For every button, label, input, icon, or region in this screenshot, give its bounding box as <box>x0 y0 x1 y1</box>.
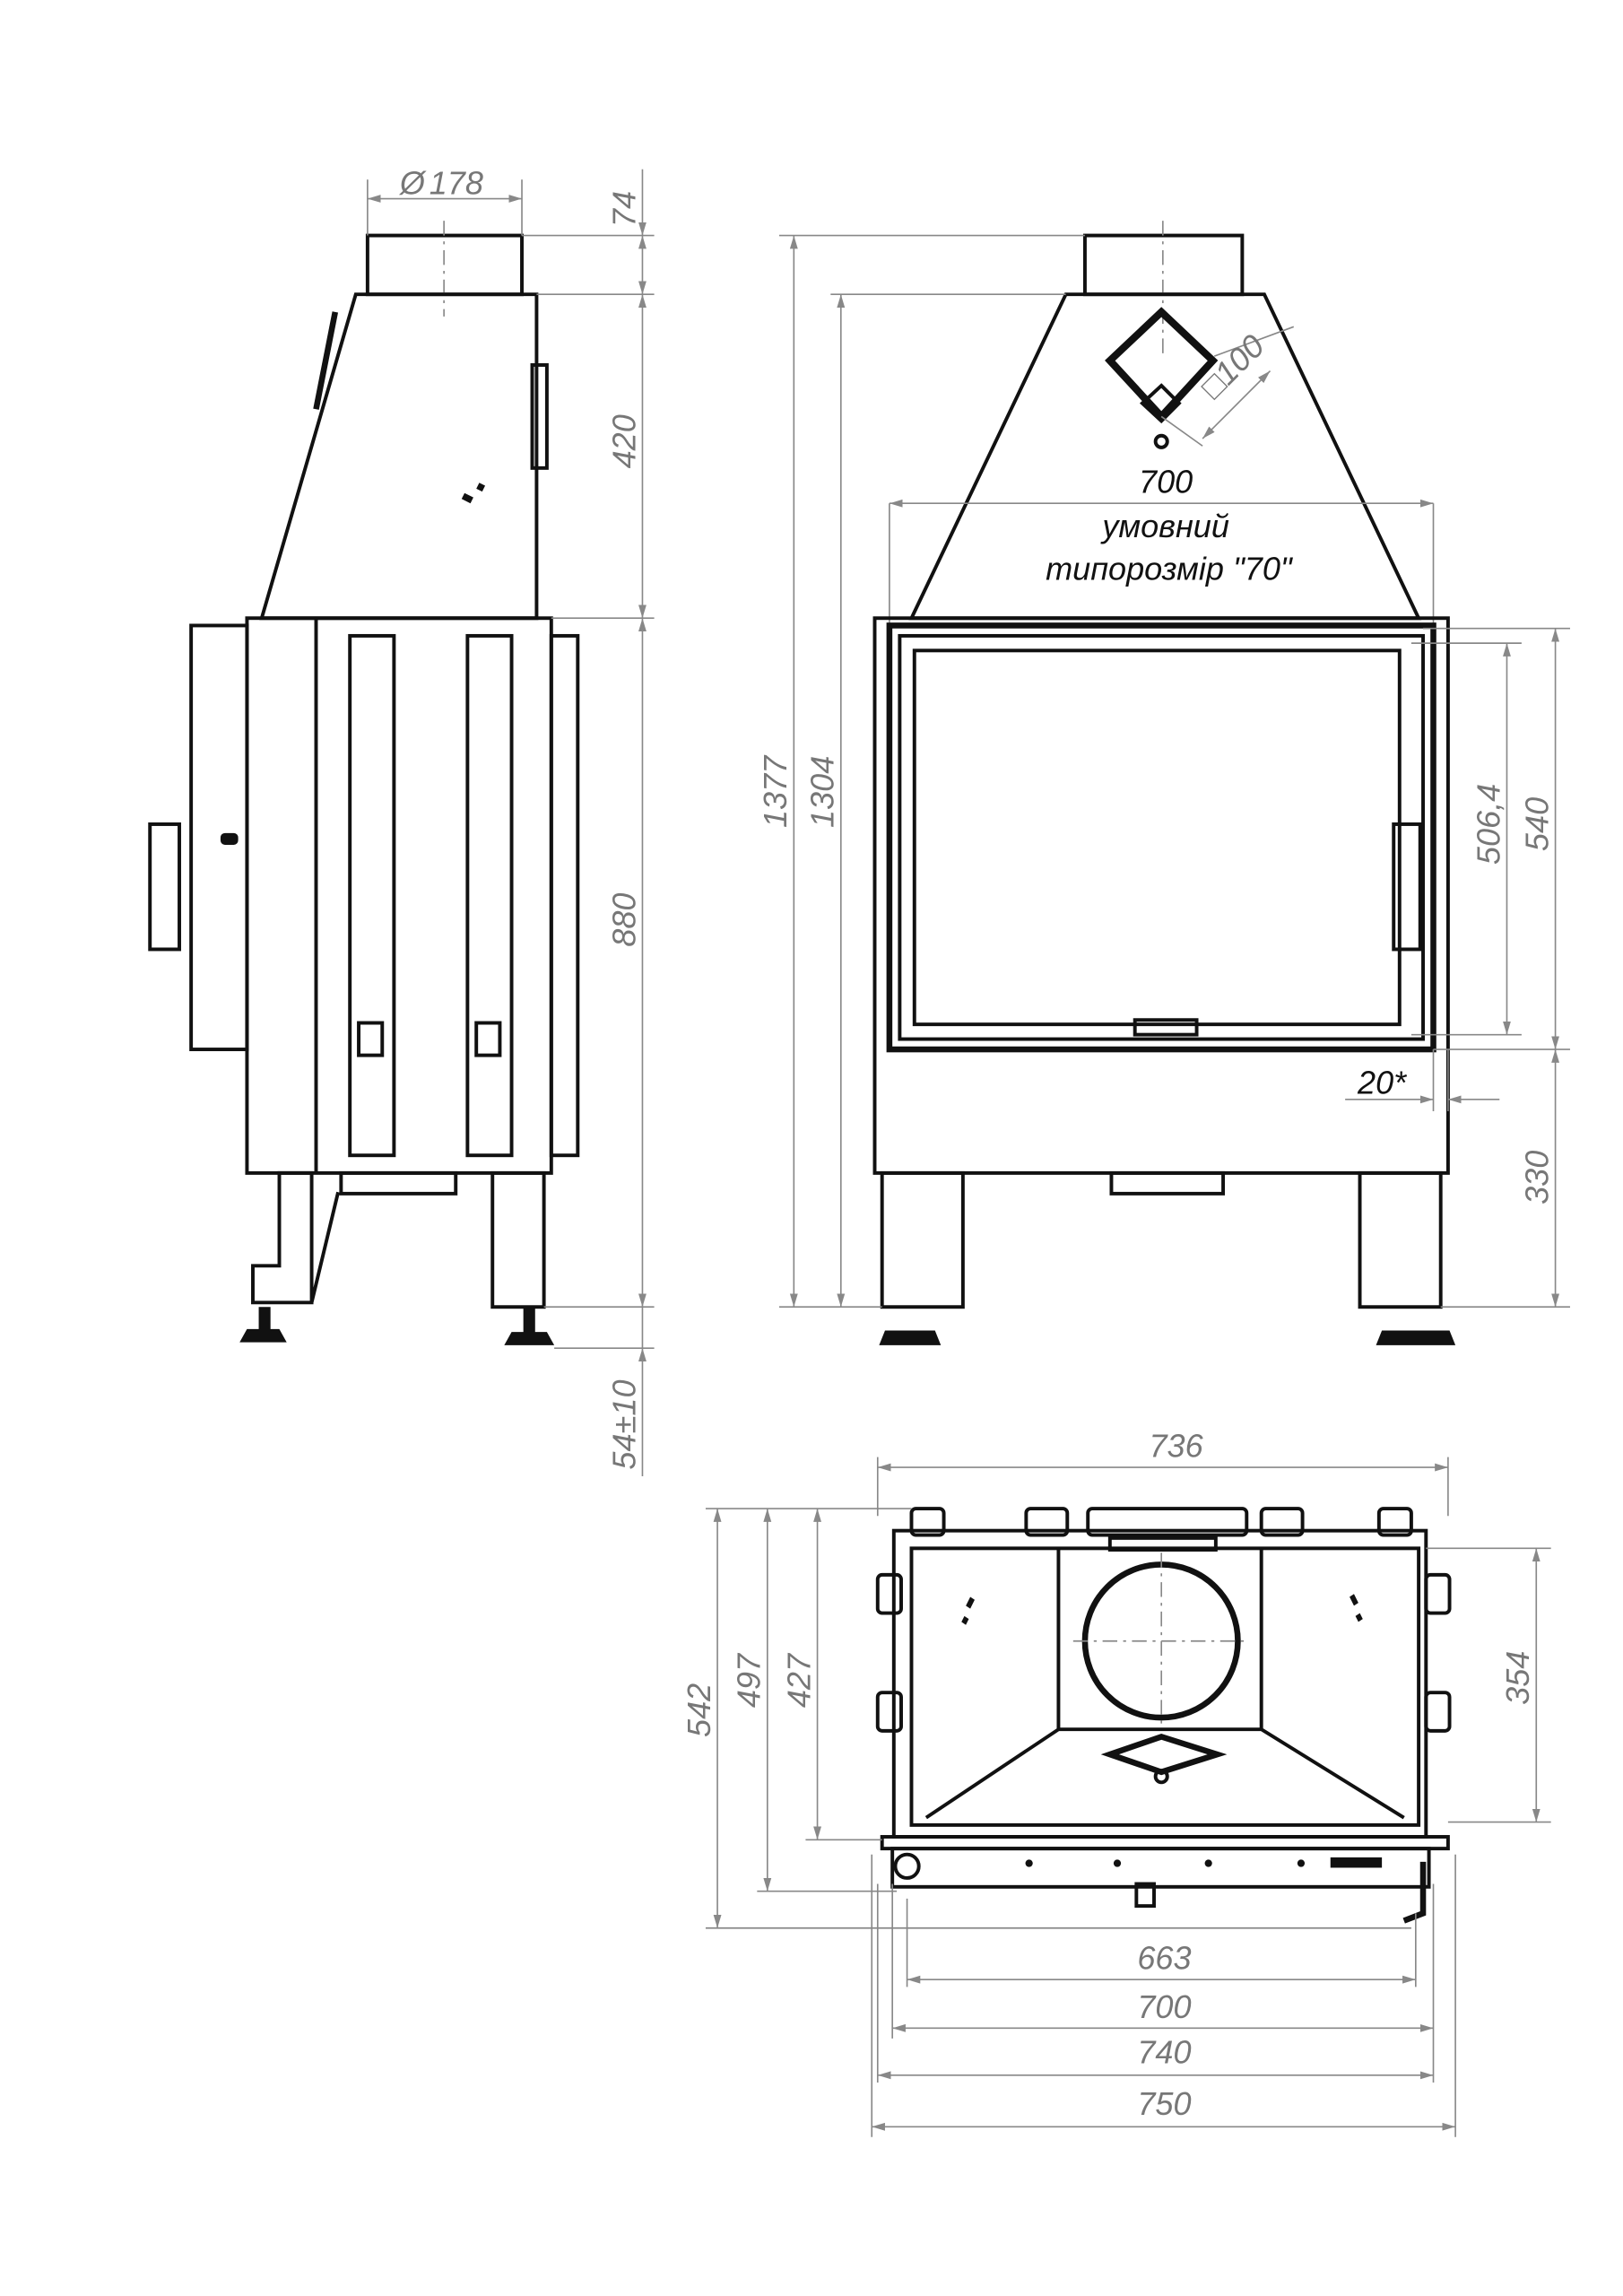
side-panel-2-slot <box>474 1021 502 1057</box>
dim-100-line <box>1202 370 1271 439</box>
ext-line <box>1213 326 1295 357</box>
side-panel-1 <box>348 633 396 1158</box>
plan-front-frame <box>880 1835 1450 1851</box>
dim-740-label: 740 <box>1137 2034 1191 2071</box>
side-rear-panel <box>549 633 580 1158</box>
dim-736-label: 736 <box>1150 1428 1204 1465</box>
plan-door-rivets <box>1025 1857 1383 1868</box>
side-hood-plate <box>530 363 549 470</box>
side-ash-pan <box>339 1170 458 1196</box>
dim-20-label: 20* <box>1357 1064 1408 1100</box>
side-door-handle <box>148 822 181 952</box>
side-front-foot <box>239 1307 287 1343</box>
dim-497-label: 497 <box>731 1652 768 1708</box>
size-caption-line2: типорозмір "70" <box>1046 551 1294 587</box>
size-caption-line1: умовний <box>1099 508 1229 544</box>
plan-bolt <box>1153 1769 1169 1785</box>
dim-540-label: 540 <box>1518 797 1555 851</box>
front-left-leg <box>880 1170 965 1309</box>
dim-420-label: 420 <box>605 414 642 468</box>
side-panel-2 <box>465 633 514 1158</box>
outlet-inner <box>1139 383 1182 424</box>
dim-354-label: 354 <box>1499 1651 1536 1705</box>
plan-hinge <box>893 1852 921 1880</box>
side-view: Ø 178 74 420 880 54±10 <box>148 165 655 1476</box>
width-700-label: 700 <box>1139 464 1193 500</box>
ext-line <box>1160 415 1203 447</box>
dim-506-label: 506,4 <box>1470 784 1506 865</box>
front-ash-pan <box>1109 1170 1226 1196</box>
side-door-profile <box>189 623 249 1052</box>
plan-deflector <box>1107 1535 1218 1552</box>
side-rear-foot <box>504 1307 555 1345</box>
dim-700-plan-label: 700 <box>1137 1988 1191 2025</box>
glass-panel <box>912 648 1402 1027</box>
side-front-leg <box>251 1170 340 1305</box>
plan-hood-edges <box>924 1548 1405 1820</box>
front-left-foot <box>879 1330 942 1345</box>
side-door-latch <box>220 832 239 845</box>
front-view: □100 700 умовний типорозмір "70" 1377 13… <box>757 221 1570 1345</box>
dim-663-label: 663 <box>1137 1940 1191 1977</box>
flue-diameter-symbol: Ø <box>399 165 427 202</box>
dim-54-label: 54±10 <box>605 1379 642 1469</box>
side-panel-1-slot <box>357 1021 385 1057</box>
side-hood-mark <box>461 483 486 504</box>
dim-750-label: 750 <box>1137 2085 1191 2122</box>
plan-door <box>890 1847 1431 1889</box>
side-hood <box>259 292 539 621</box>
dim-880-label: 880 <box>605 893 642 947</box>
plan-view: 736 542 497 427 354 663 700 740 750 <box>681 1428 1551 2137</box>
dim-74-label: 74 <box>605 191 642 227</box>
dim-542-label: 542 <box>681 1683 717 1737</box>
air-control <box>1133 1018 1199 1037</box>
plan-door-handle <box>1402 1861 1427 1924</box>
dim-1377-label: 1377 <box>757 754 794 828</box>
dim-1304-label: 1304 <box>804 756 841 828</box>
plan-firebox <box>909 1546 1421 1827</box>
hood-bolt <box>1153 433 1169 449</box>
dim-330-label: 330 <box>1518 1151 1555 1205</box>
front-right-leg <box>1358 1170 1443 1309</box>
flue-diameter-label: 178 <box>430 165 483 202</box>
side-body <box>245 616 553 1175</box>
front-door-handle <box>1392 822 1422 952</box>
front-door <box>886 622 1436 1053</box>
plan-body <box>891 1528 1428 1839</box>
plan-air-lever <box>1134 1882 1156 1909</box>
side-hood-bracket <box>313 311 339 410</box>
side-rear-leg <box>490 1170 546 1309</box>
outlet-diamond <box>1105 307 1219 422</box>
front-right-foot <box>1376 1330 1456 1345</box>
plan-outlet-diamond <box>1100 1733 1228 1776</box>
dim-427-label: 427 <box>780 1652 817 1708</box>
front-door-frame <box>898 633 1425 1041</box>
